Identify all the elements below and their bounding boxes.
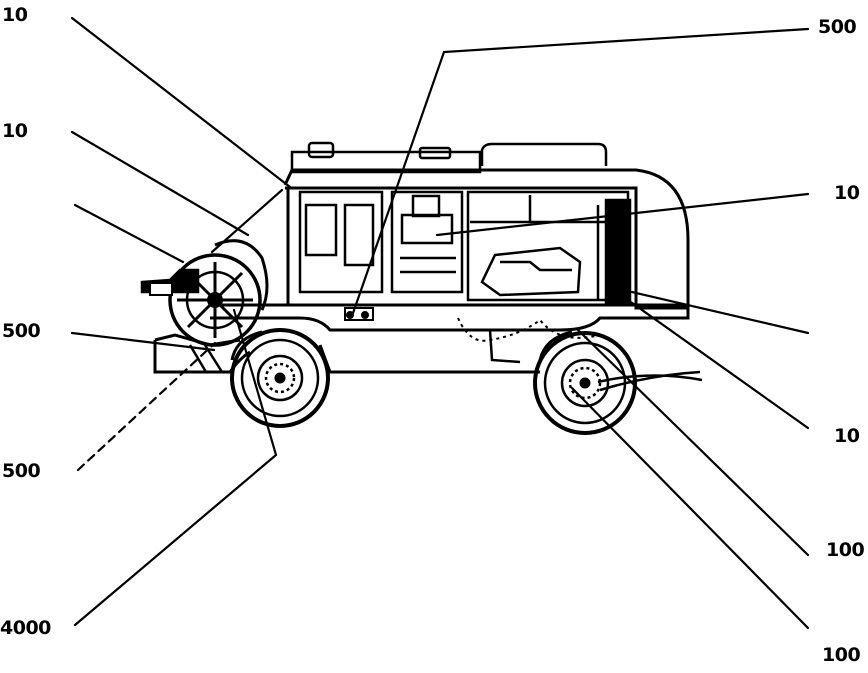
label-left-1: 10 [2,4,28,26]
leader-left-2 [70,130,250,237]
engine-block [480,246,582,297]
frame-rail [210,303,690,332]
label-right-2: 10 [834,182,860,204]
leader-top-left [70,16,292,189]
leader-right-4 [626,298,810,430]
roof-cap-right [480,142,608,166]
roof-cap-knob [307,141,335,159]
tank-box-2 [343,203,375,267]
leader-right-6 [570,386,810,630]
jack-bolt-2 [361,311,369,319]
label-right-3: 10 [834,425,860,447]
reel-cover [214,239,269,311]
tank-box [304,203,338,257]
main-housing [283,168,690,310]
engine-bay-right [466,190,630,302]
label-right-1: 500 [818,16,857,38]
leader-bottom-left [73,308,278,627]
leader-right-5 [576,328,810,557]
rear-hose-2 [597,374,703,384]
engine-bay-mid [390,190,464,294]
leader-right-3 [630,290,810,335]
filter-top [411,194,441,218]
label-left-5: 4000 [0,617,51,639]
label-left-2: 10 [2,120,28,142]
leader-lines [70,16,810,630]
lower-skirt [153,340,251,374]
label-right-4: 100 [826,539,865,561]
rear-wheel [533,330,637,435]
jack-bolt-1 [346,311,354,319]
label-right-5: 100 [822,644,861,666]
drawbar-brace [188,344,208,373]
engine-bay-left [298,190,384,294]
radiator-grille [596,198,632,306]
air-cleaner [400,213,454,245]
front-wheel [230,328,330,428]
rear-hose [599,370,701,392]
reel-handle [149,282,173,296]
compressor-body [153,141,703,392]
rear-bumper [318,344,540,374]
drawbar-housing [154,333,241,347]
exhaust-pipe [500,260,572,272]
jack-plate [344,307,374,321]
label-left-4: 500 [2,460,41,482]
undercarriage-bracket [488,329,521,364]
roof-cap-left [290,150,482,174]
drawbar-brace-2 [203,344,224,373]
roof-cap-vent [418,146,452,160]
label-left-3: 500 [2,320,41,342]
hose-reel [140,239,269,373]
leader-left-dashed [76,341,217,472]
leader-left-3 [73,203,185,264]
